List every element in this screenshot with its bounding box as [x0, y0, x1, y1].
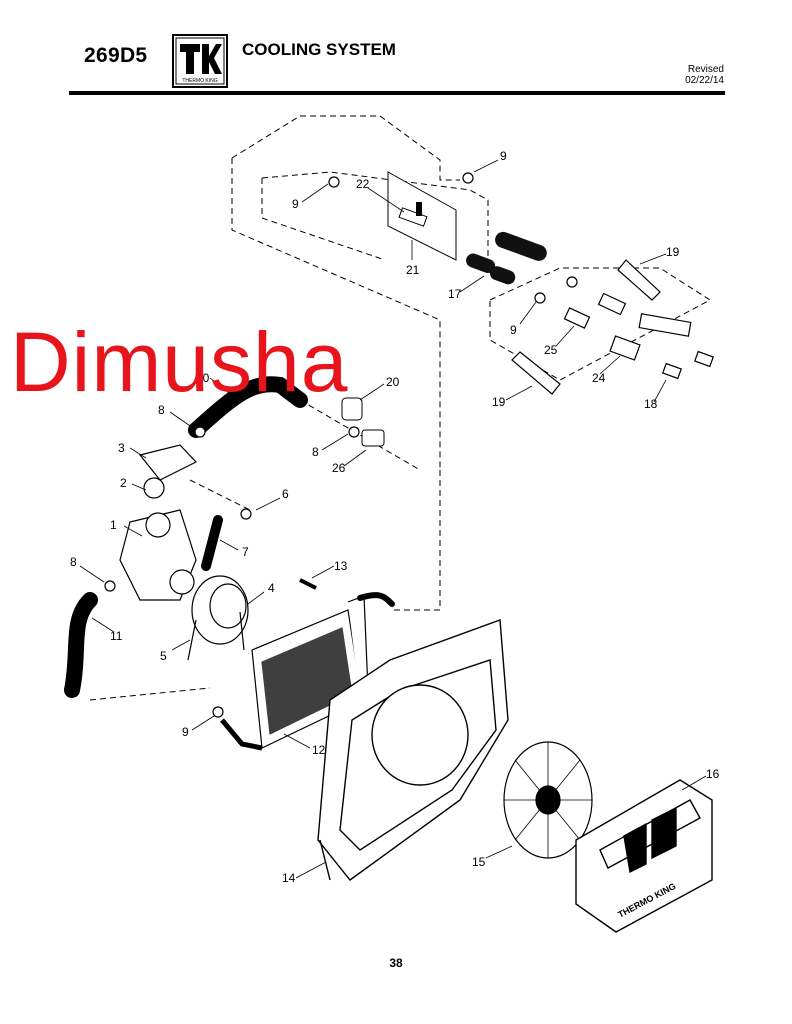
callout-16: 16	[706, 767, 720, 781]
lower-hose-11	[64, 592, 98, 698]
page-title: COOLING SYSTEM	[242, 40, 396, 59]
revised-block: Revised 02/22/14	[685, 64, 724, 86]
callout-5: 5	[160, 649, 167, 663]
thermo-king-logo: THERMO KING	[172, 34, 228, 88]
callout-20: 20	[386, 375, 400, 389]
callout-11: 11	[110, 629, 123, 643]
model-number: 269D5	[84, 44, 148, 67]
hoses-17	[466, 231, 547, 285]
callout-8-left: 8	[70, 555, 77, 569]
part-callouts: 1 2 3 4 5 6 7 8 8 8 9 9 9 9 10 11 12 13 …	[70, 149, 720, 885]
fan-15	[503, 741, 593, 859]
callout-3: 3	[118, 441, 125, 455]
callout-9-b: 9	[500, 149, 507, 163]
page-number: 38	[389, 956, 403, 970]
callout-4: 4	[268, 581, 275, 595]
callout-7: 7	[242, 545, 249, 559]
upper-hose-10	[188, 376, 385, 447]
callout-14: 14	[282, 871, 296, 885]
callout-9-c: 9	[510, 323, 517, 337]
revised-label: Revised	[687, 64, 724, 75]
callout-26: 26	[332, 461, 346, 475]
callout-19-upper: 19	[666, 245, 680, 259]
fan-guard-16: THERMO KING	[575, 779, 713, 933]
callout-15: 15	[472, 855, 486, 869]
upper-right-fittings	[511, 259, 714, 395]
watermark: Dimusha	[10, 315, 349, 409]
callout-1: 1	[110, 518, 117, 532]
callout-24: 24	[592, 371, 606, 385]
assembly-dashed-lines	[89, 115, 711, 701]
callout-8-right: 8	[312, 445, 319, 459]
header-rule	[69, 91, 725, 95]
revised-date: 02/22/14	[685, 75, 724, 86]
callout-9-a: 9	[292, 197, 299, 211]
callout-10: 10	[196, 371, 210, 385]
svg-text:THERMO KING: THERMO KING	[182, 78, 217, 84]
callout-9-d: 9	[182, 725, 189, 739]
callout-13: 13	[334, 559, 348, 573]
callout-12: 12	[312, 743, 326, 757]
fan-shroud-14	[317, 619, 509, 881]
callout-22: 22	[356, 177, 370, 191]
pulley-and-belt	[187, 575, 249, 661]
sensor-panel	[387, 171, 457, 261]
callout-2: 2	[120, 476, 127, 490]
callout-25: 25	[544, 343, 558, 357]
hose-clamps	[104, 172, 578, 718]
water-pump-assembly	[119, 444, 223, 601]
callout-6: 6	[282, 487, 289, 501]
callout-21: 21	[406, 263, 420, 277]
callout-8-upper: 8	[158, 403, 165, 417]
callout-17: 17	[448, 287, 462, 301]
callout-18: 18	[644, 397, 658, 411]
callout-19-lower: 19	[492, 395, 506, 409]
